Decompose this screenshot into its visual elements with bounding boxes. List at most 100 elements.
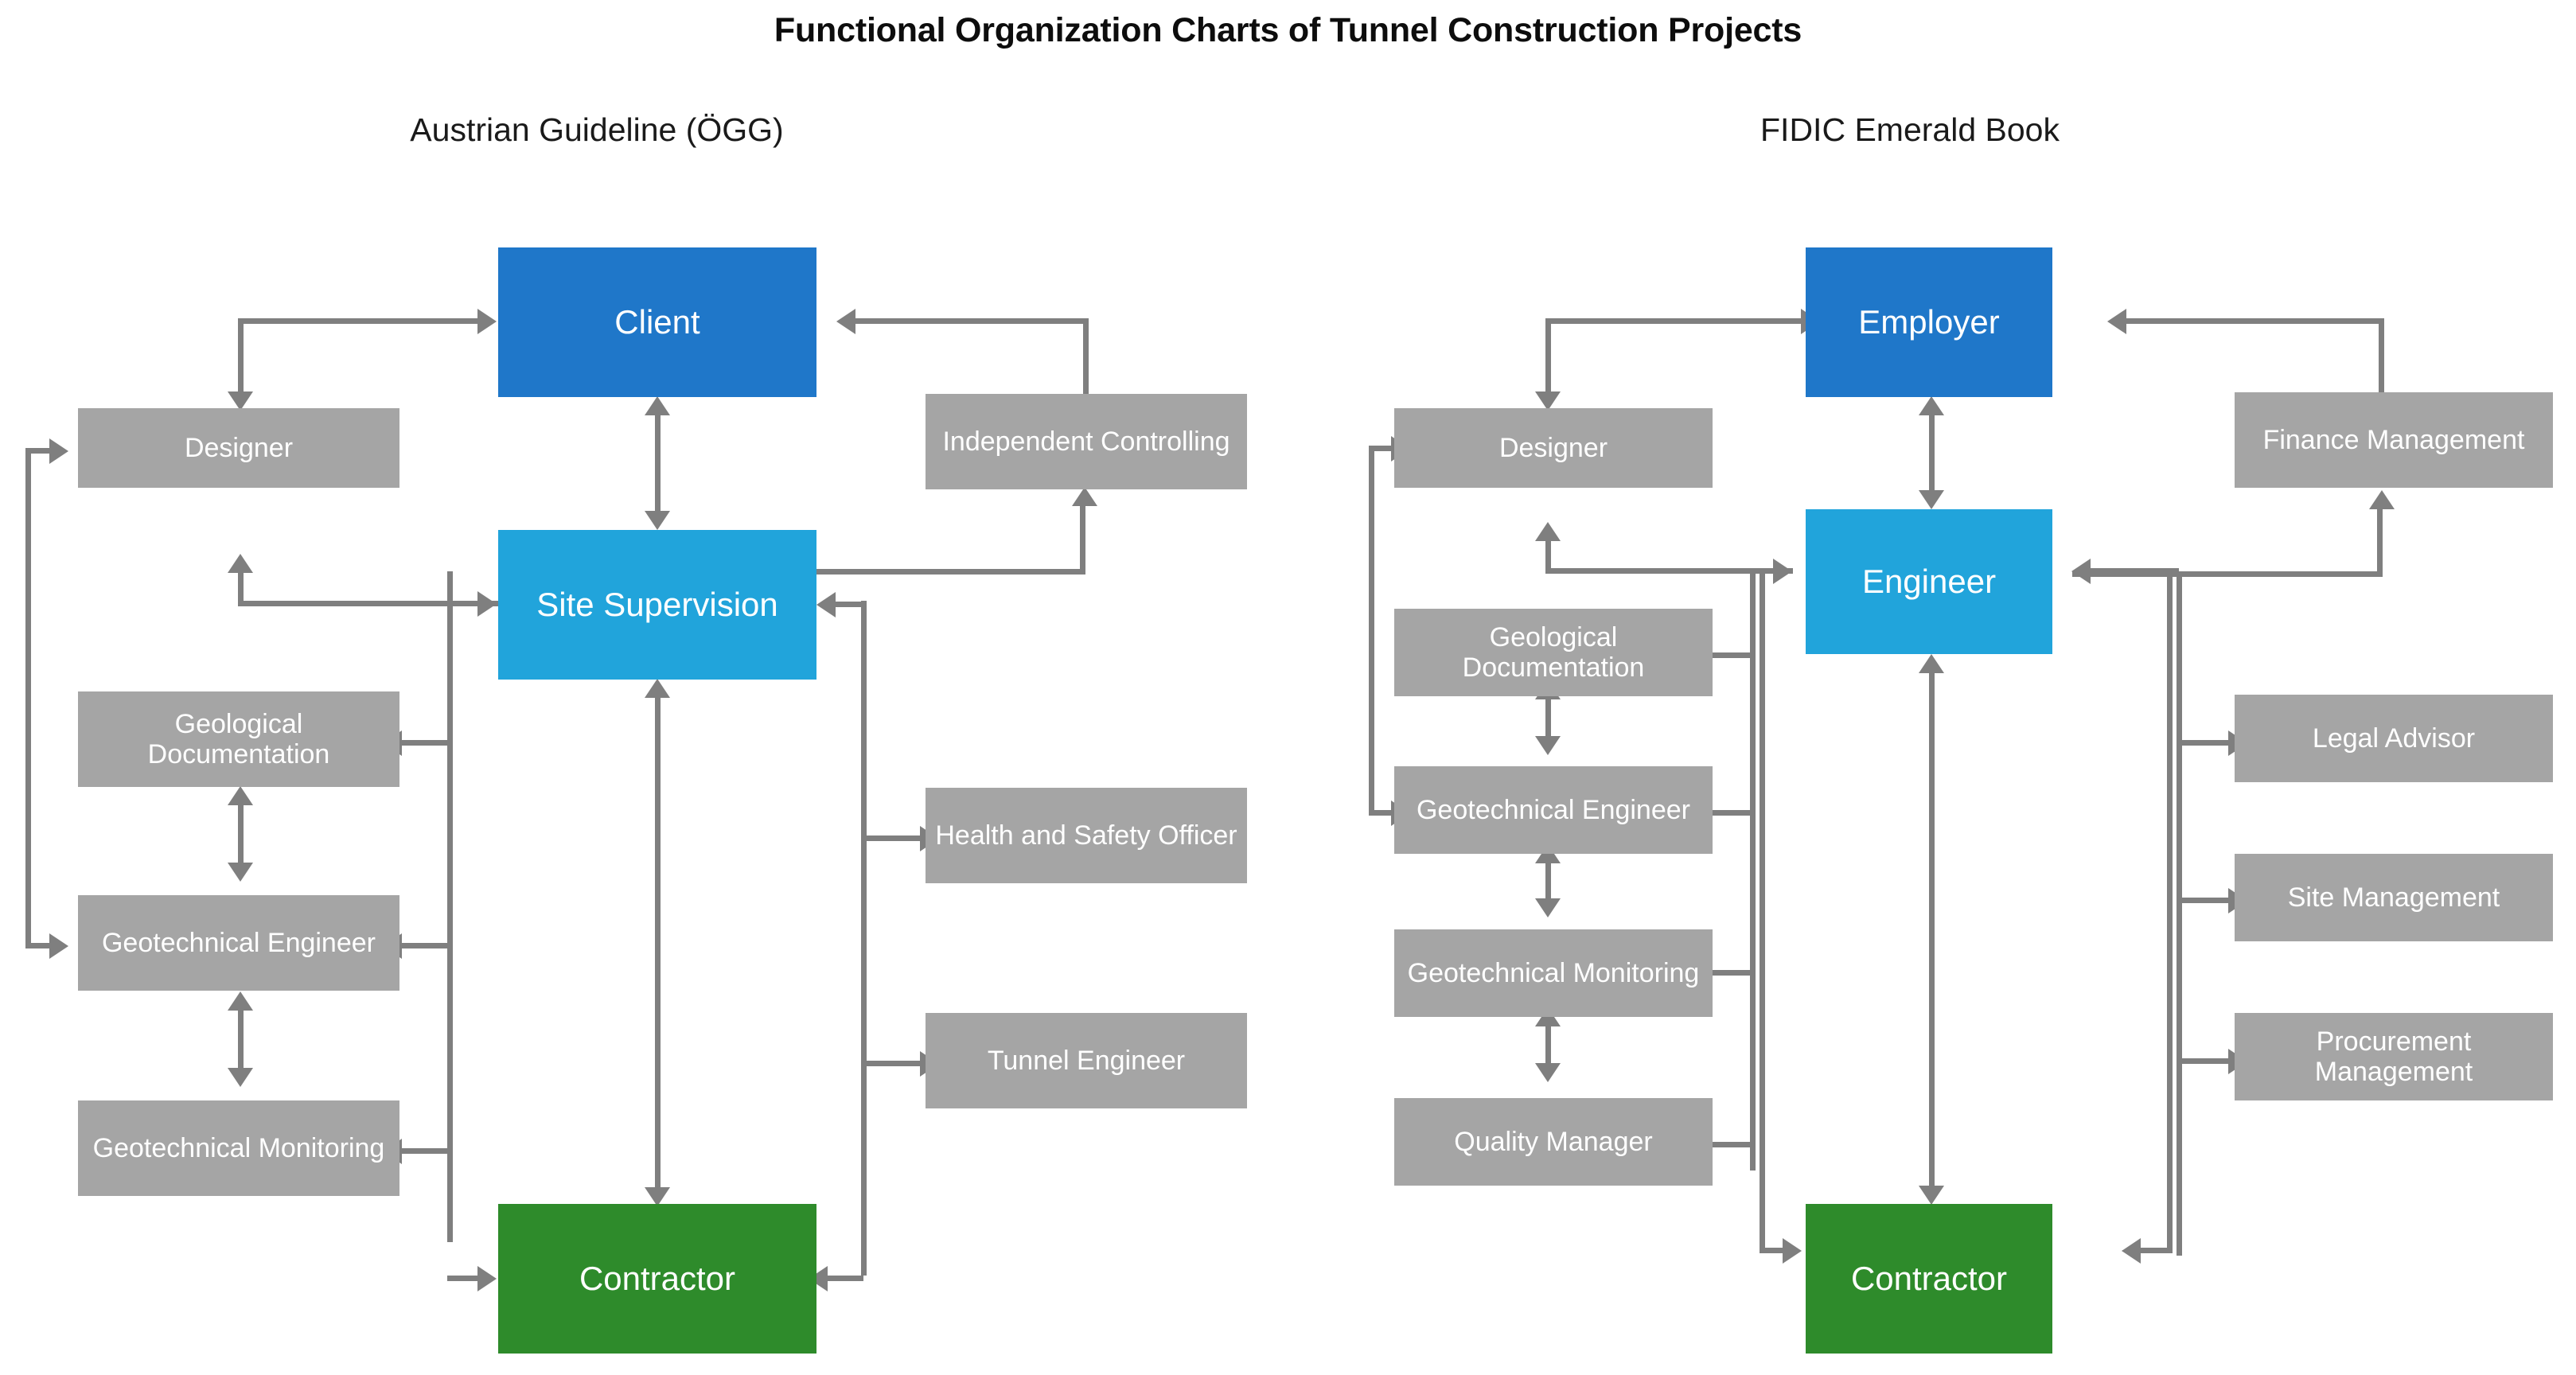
arrowhead-into-site-supervision-bottom <box>645 679 670 698</box>
connector-sitesup-to-designer-horizontal <box>238 601 498 606</box>
arrowhead-into-client-bottom <box>645 396 670 415</box>
node-contractor-austrian[interactable]: Contractor <box>498 1204 816 1354</box>
node-geotechnical-engineer-fidic[interactable]: Geotechnical Engineer <box>1394 766 1713 854</box>
connector-fidic-contractor-right-horizontal <box>2141 1248 2173 1253</box>
connector-bus-to-geo-doc <box>402 740 450 746</box>
arrowhead-into-employer-bottom <box>1919 396 1944 415</box>
arrowhead-into-designer-bottom <box>228 554 253 573</box>
arrowhead-into-fidic-geotechmon-top <box>1535 898 1561 917</box>
arrowhead-into-designer-left <box>49 438 68 464</box>
connector-fidic-designer-to-employer-horizontal <box>1545 318 1803 324</box>
node-designer-fidic[interactable]: Designer <box>1394 408 1713 488</box>
arrowhead-into-fidic-designer-bottom <box>1535 522 1561 541</box>
connector-bus-to-geotech-eng <box>402 943 450 948</box>
connector-contractor-to-sitesup-horizontal <box>832 602 864 607</box>
arrowhead-into-fidic-geotecheng-top <box>1535 736 1561 755</box>
connector-outer-loop-left <box>25 448 31 945</box>
connector-fidic-geotechmon-qualitymgr <box>1545 1025 1551 1066</box>
arrowhead-into-designer-top <box>228 391 253 411</box>
node-geotechnical-monitoring-austrian[interactable]: Geotechnical Monitoring <box>78 1100 399 1196</box>
node-site-management-label: Site Management <box>2287 882 2500 913</box>
connector-fidic-contractor-to-engineer-top <box>2090 568 2179 574</box>
node-engineer-label: Engineer <box>1861 563 1997 601</box>
node-geotechnical-monitoring-fidic[interactable]: Geotechnical Monitoring <box>1394 929 1713 1017</box>
connector-designer-to-client-horizontal <box>238 318 480 324</box>
node-tunnel-engineer[interactable]: Tunnel Engineer <box>926 1013 1247 1108</box>
connector-bus-to-geotech-mon <box>402 1148 450 1154</box>
arrowhead-into-client-right <box>836 309 855 334</box>
node-geotechnical-engineer-austrian[interactable]: Geotechnical Engineer <box>78 895 399 991</box>
connector-engineer-left-bus <box>1750 571 1756 1171</box>
connector-engineer-right-bus <box>2177 571 2182 1256</box>
connector-finance-to-employer-horizontal <box>2126 318 2384 324</box>
node-contractor-fidic-label: Contractor <box>1850 1260 2008 1298</box>
node-finance-management-label: Finance Management <box>2262 424 2525 455</box>
arrowhead-into-geotechnical-engineer-bottom <box>228 991 253 1011</box>
connector-control-to-client-vertical <box>1083 318 1089 400</box>
node-geological-documentation-austrian-label: Geological Documentation <box>147 708 330 769</box>
arrowhead-into-quality-manager-top <box>1535 1063 1561 1082</box>
node-geological-documentation-fidic[interactable]: Geological Documentation <box>1394 609 1713 696</box>
node-geotechnical-monitoring-fidic-label: Geotechnical Monitoring <box>1407 957 1700 988</box>
arrowhead-into-geotechnical-engineer-left <box>49 933 68 959</box>
node-geological-documentation-austrian[interactable]: Geological Documentation <box>78 691 399 787</box>
node-employer[interactable]: Employer <box>1806 247 2052 397</box>
connector-contractor-right-return <box>828 1276 863 1281</box>
connector-engineer-to-finance-horizontal <box>2072 571 2383 577</box>
connector-bus-to-legal-advisor <box>2179 740 2235 746</box>
connector-fidic-geodoc-geotecheng <box>1545 698 1551 739</box>
connector-engineer-to-finance-vertical <box>2377 509 2383 575</box>
node-tunnel-engineer-label: Tunnel Engineer <box>987 1045 1186 1076</box>
connector-finance-to-employer-vertical <box>2379 318 2384 392</box>
connector-fidic-contractor-to-engineer-vertical <box>1760 571 1765 1249</box>
node-engineer[interactable]: Engineer <box>1806 509 2052 654</box>
connector-engineer-to-fidic-designer-horizontal <box>1545 568 1793 574</box>
connector-fidic-outer-loop-bottom <box>1369 810 1394 816</box>
connector-fidic-outer-loop-top <box>1369 446 1394 451</box>
connector-bus-to-hse <box>863 836 926 841</box>
connector-contractor-to-sitesup-vertical <box>861 605 867 614</box>
connector-employer-engineer <box>1929 414 1935 493</box>
connector-sitesup-to-control-horizontal <box>816 569 1085 575</box>
node-procurement-management[interactable]: Procurement Management <box>2235 1013 2553 1100</box>
connector-fidic-bus-to-geotech-mon <box>1705 970 1752 976</box>
connector-bus-to-procurement-management <box>2179 1058 2235 1064</box>
connector-engineer-to-fidic-designer-vertical <box>1545 541 1551 573</box>
node-quality-manager[interactable]: Quality Manager <box>1394 1098 1713 1186</box>
arrowhead-into-engineer-left <box>1773 559 1792 584</box>
node-designer-austrian-label: Designer <box>184 432 294 463</box>
connector-designer-to-client-vertical <box>238 318 244 398</box>
node-client[interactable]: Client <box>498 247 816 397</box>
connector-engineer-contractor <box>1929 672 1935 1189</box>
node-site-management[interactable]: Site Management <box>2235 854 2553 941</box>
connector-geodoc-geotecheng <box>238 804 244 866</box>
connector-sitesup-left-bus <box>447 571 453 1242</box>
connector-control-to-client-horizontal <box>855 318 1089 324</box>
connector-sitesup-to-designer-vertical <box>238 573 244 606</box>
arrowhead-into-control-bottom <box>1072 487 1097 506</box>
connector-geotecheng-geotechmon <box>238 1009 244 1071</box>
arrowhead-into-engineer-top <box>1919 490 1944 509</box>
connector-outer-loop-bottom <box>25 943 53 948</box>
node-legal-advisor[interactable]: Legal Advisor <box>2235 695 2553 782</box>
connector-fidic-contractor-right-vertical <box>2167 571 2173 1249</box>
connector-fidic-bus-to-geo-doc <box>1705 652 1752 658</box>
node-quality-manager-label: Quality Manager <box>1454 1126 1653 1157</box>
connector-fidic-bus-to-quality-manager <box>1705 1142 1752 1147</box>
node-designer-austrian[interactable]: Designer <box>78 408 399 488</box>
arrowhead-into-employer-right <box>2107 309 2126 334</box>
node-contractor-fidic[interactable]: Contractor <box>1806 1204 2052 1354</box>
arrowhead-into-site-supervision-left <box>477 591 497 617</box>
connector-bus-to-site-management <box>2179 898 2235 903</box>
arrowhead-into-geological-documentation-bottom <box>228 786 253 805</box>
chart-subtitle-fidic: FIDIC Emerald Book <box>1760 111 2060 148</box>
node-site-supervision[interactable]: Site Supervision <box>498 530 816 680</box>
node-health-safety-officer[interactable]: Health and Safety Officer <box>926 788 1247 883</box>
node-independent-controlling[interactable]: Independent Controlling <box>926 394 1247 489</box>
node-geotechnical-engineer-fidic-label: Geotechnical Engineer <box>1416 794 1690 825</box>
arrowhead-into-fidic-contractor-left <box>1783 1238 1802 1264</box>
node-finance-management[interactable]: Finance Management <box>2235 392 2553 488</box>
chart-subtitle-austrian: Austrian Guideline (ÖGG) <box>410 111 784 148</box>
connector-sitesup-contractor <box>655 696 661 1190</box>
